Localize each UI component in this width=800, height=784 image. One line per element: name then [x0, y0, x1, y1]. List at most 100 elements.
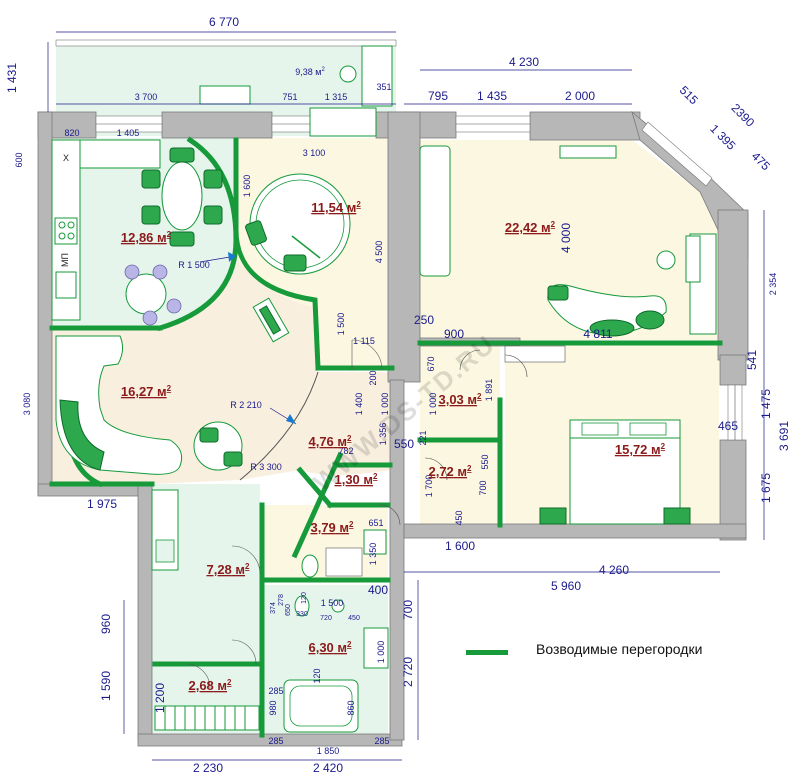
living-floor — [52, 250, 390, 484]
legend: Возводимые перегородки — [466, 640, 756, 664]
dim-d1500b: 1 500 — [321, 598, 344, 608]
dim-balcony-w1: 3 700 — [135, 92, 158, 102]
dim-room-3100: 3 100 — [303, 148, 326, 158]
dimension-labels: 6 770 4 230 1 431 3 700 751 1 315 351 79… — [5, 15, 791, 775]
sofa-green-3 — [547, 285, 569, 301]
wall-right — [717, 209, 749, 361]
dim-r2210: R 2 210 — [230, 400, 262, 410]
dim-d285b: 285 — [268, 736, 283, 746]
bedroom2-furniture — [504, 345, 691, 525]
kitchen-counter-top — [79, 139, 161, 169]
radius-markers — [199, 252, 297, 425]
dim-balcony-height: 1 431 — [5, 63, 19, 93]
bedside-right — [663, 507, 691, 525]
dim-kitchen-a: 820 — [64, 128, 79, 138]
dim-d700b: 700 — [401, 600, 415, 620]
stove-label: X — [63, 153, 69, 163]
wall-center-low — [389, 379, 405, 741]
dim-balcony-w3: 1 315 — [325, 92, 348, 102]
dim-left-3080: 3 080 — [22, 393, 32, 416]
wall-top-mid — [161, 111, 273, 139]
dim-d1675: 1 675 — [759, 473, 773, 503]
area-closet-303: 3,03 м2 — [438, 392, 482, 407]
dim-row2-b: 1 435 — [477, 89, 507, 103]
closet-rack — [154, 705, 260, 731]
closet-slats — [164, 706, 246, 730]
armchair-green-1 — [199, 427, 219, 443]
cabinet-bedroom2 — [504, 345, 566, 363]
door-8 — [185, 663, 211, 689]
dim-bay-a: 515 — [677, 83, 701, 107]
area-bedroom: 11,54 м2 — [311, 200, 361, 215]
dim-d120a: 120 — [301, 592, 308, 604]
dim-d285c: 285 — [374, 736, 389, 746]
toilet-bath — [294, 595, 310, 617]
dim-d4811: 4 811 — [583, 327, 612, 341]
chair-3 — [141, 169, 161, 189]
area-corridor: 4,76 м2 — [308, 434, 352, 449]
door-4 — [231, 545, 261, 575]
area-balcony: 9,38 м2 — [295, 67, 325, 77]
dim-balcony-w4: 351 — [376, 82, 391, 92]
wall-right-top — [529, 111, 641, 141]
stool-3 — [166, 298, 182, 314]
area-closet: 2,68 м2 — [188, 678, 232, 693]
area-bath: 6,30 м2 — [308, 640, 352, 655]
dim-d1200: 1 200 — [153, 683, 167, 713]
dim-d2230: 2 230 — [193, 761, 223, 775]
dining-table — [161, 161, 203, 231]
dim-right-2354: 2 354 — [768, 273, 778, 296]
desk-chair — [656, 250, 676, 270]
balcony-cabinet-1 — [199, 85, 251, 105]
dim-d285a: 285 — [268, 686, 283, 696]
stool-4 — [142, 310, 158, 326]
dim-d550a: 550 — [394, 437, 414, 451]
dim-row2-c: 2 000 — [565, 89, 595, 103]
dim-d374: 374 — [270, 602, 277, 614]
kitchen-furniture: X МП — [51, 139, 223, 326]
bed-pillow-line — [291, 235, 321, 259]
window-balcony — [55, 39, 397, 47]
chair-4 — [141, 205, 161, 225]
dim-d1000c: 1 000 — [376, 641, 386, 664]
sofa-green-1 — [589, 319, 635, 337]
dim-d651: 651 — [368, 518, 383, 528]
dim-row2-a: 795 — [428, 89, 448, 103]
desk — [685, 235, 701, 283]
small-rooms-floor — [420, 345, 500, 525]
big-room-furniture — [419, 145, 717, 337]
dim-d1115: 1 115 — [353, 336, 375, 346]
bedside-left — [539, 507, 567, 525]
dim-d1600: 1 600 — [445, 539, 475, 553]
dim-balcony-w2: 751 — [282, 92, 297, 102]
dim-room-4000: 4 000 — [559, 223, 573, 253]
bedroom-furniture — [245, 173, 351, 275]
bathtub — [283, 679, 359, 733]
dim-d541: 541 — [745, 350, 759, 370]
door-5 — [231, 639, 257, 665]
chair-2 — [169, 231, 195, 247]
balcony-desk — [361, 45, 393, 107]
dim-left-600: 600 — [14, 152, 24, 167]
sofa-green-2 — [635, 310, 665, 330]
stool-1 — [124, 264, 140, 280]
dim-d980: 980 — [268, 700, 278, 715]
new-partitions — [49, 136, 723, 738]
legend-text: Возводимые перегородки — [536, 641, 703, 657]
tv-green — [258, 305, 282, 335]
balcony-cabinet-2 — [309, 107, 377, 137]
wc-shelf — [325, 547, 363, 577]
door-7 — [424, 457, 448, 481]
cabinet-left — [419, 145, 451, 277]
dim-d1891: 1 891 — [484, 379, 494, 402]
chair-1 — [169, 147, 195, 163]
pillow-1 — [581, 422, 619, 436]
stool-2 — [152, 264, 168, 280]
dim-d1000a: 1 000 — [380, 393, 390, 416]
dim-top-total: 6 770 — [209, 15, 239, 29]
big-room-floor — [420, 140, 718, 340]
dim-d650: 650 — [285, 604, 292, 616]
r2210-arrow — [286, 414, 296, 424]
room-area-labels: 9,38 м2 12,86 м2 11,54 м2 22,42 м2 16,27… — [121, 67, 666, 693]
burner-4 — [67, 232, 75, 240]
